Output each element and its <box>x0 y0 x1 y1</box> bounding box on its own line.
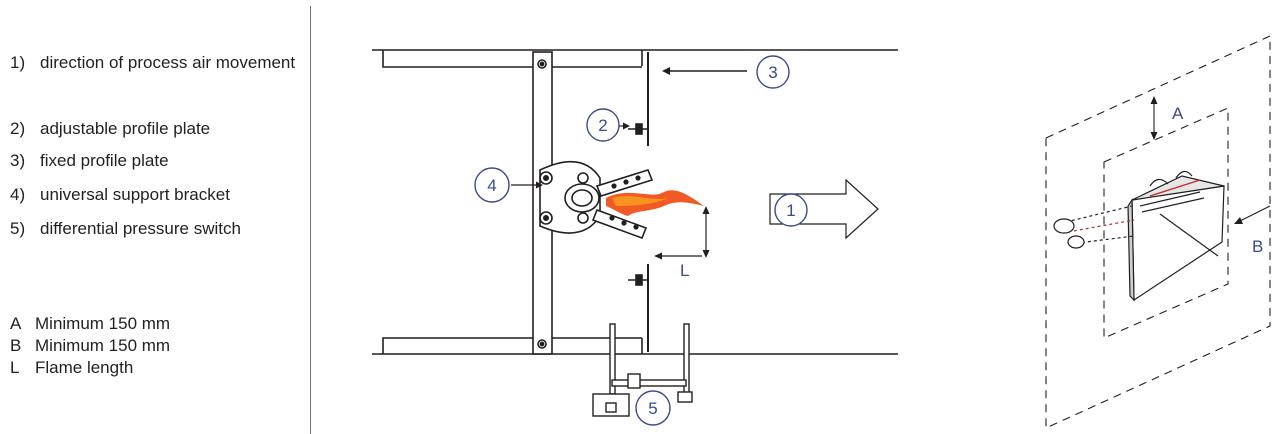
rail-bolt-icon <box>537 339 547 349</box>
duct-top-inner <box>382 50 642 68</box>
burner-crease <box>1159 213 1219 257</box>
leader-bracket <box>511 181 543 189</box>
pressure-switch-assembly <box>592 323 693 417</box>
plate-nut-icon <box>635 123 643 135</box>
legend-text: differential pressure switch <box>40 219 241 238</box>
burner-handle <box>1149 178 1169 187</box>
burner-red-line <box>1149 179 1201 197</box>
svg-text:3: 3 <box>768 63 777 82</box>
svg-text:5: 5 <box>648 399 657 418</box>
key-letter: L <box>10 358 20 377</box>
dimension-label-b: B <box>1252 237 1263 256</box>
isometric-burner <box>1053 170 1225 302</box>
plate-hole-icon <box>611 183 617 189</box>
svg-text:1: 1 <box>786 201 795 220</box>
bracket-bolt-center-icon <box>542 215 549 222</box>
burner-nozzle <box>571 189 593 207</box>
callout-2: 2 <box>586 108 620 142</box>
legend-text: direction of process air movement <box>40 53 296 72</box>
mount-bracket <box>1067 235 1085 249</box>
gas-connection-red <box>1067 219 1135 233</box>
plate-nut-icon <box>635 274 643 286</box>
divider-line <box>310 6 311 434</box>
flame-length-dimension <box>654 206 710 260</box>
plate-hole-icon <box>633 224 639 230</box>
key-value: Flame length <box>35 358 134 377</box>
dimension-label-l: L <box>680 261 689 280</box>
legend-text: universal support bracket <box>40 185 230 204</box>
legend-text: fixed profile plate <box>40 151 169 170</box>
rail-bolt-center-icon <box>539 61 545 67</box>
burner-rail <box>1141 197 1205 213</box>
duct-wall-outer <box>1045 35 1271 429</box>
isometric-view: A B <box>1045 35 1271 429</box>
key-value: Minimum 150 mm <box>35 336 171 355</box>
bracket-bolt-icon <box>539 211 553 225</box>
legend-panel: 1) direction of process air movement 2) … <box>10 0 310 434</box>
burner-side-face <box>1127 198 1135 302</box>
legend-text: adjustable profile plate <box>40 119 211 138</box>
key-letter: B <box>10 336 22 355</box>
sensing-tube-horizontal <box>611 379 687 387</box>
clearance-boundary <box>1103 107 1229 339</box>
arrow-fixed-plate <box>662 67 747 75</box>
burner-handle <box>1175 170 1193 179</box>
legend-num: 4) <box>10 185 26 204</box>
rail-bolt-center-icon <box>539 341 545 347</box>
plate-hole-icon <box>621 220 627 226</box>
callout-1: 1 <box>774 193 808 227</box>
svg-text:4: 4 <box>487 176 496 195</box>
duct-bottom-inner <box>382 337 642 354</box>
callout-3: 3 <box>756 55 790 89</box>
plate-hole-icon <box>623 179 629 185</box>
burner-rail <box>1139 191 1201 207</box>
rail-bolt-icon <box>537 59 547 69</box>
bracket-bolt-center-icon <box>542 175 549 182</box>
legend-num: 3) <box>10 151 26 170</box>
mount-bracket <box>1053 218 1075 234</box>
clearance-b-dimension <box>1234 205 1271 224</box>
bracket-bolt-icon <box>577 212 589 224</box>
callout-5: 5 <box>635 390 671 426</box>
bracket-bolt-icon <box>577 172 589 184</box>
key-letter: A <box>10 314 22 333</box>
callout-4: 4 <box>474 167 510 203</box>
svg-text:2: 2 <box>598 116 607 135</box>
flame-icon <box>606 190 704 216</box>
pressure-switch-window <box>605 402 617 413</box>
dimension-label-a: A <box>1172 104 1184 123</box>
legend-num: 5) <box>10 219 26 238</box>
burner-head <box>564 183 600 213</box>
bracket-bolt-icon <box>539 171 553 185</box>
key-value: Minimum 150 mm <box>35 314 171 333</box>
gas-connection <box>1069 235 1135 245</box>
legend-num: 1) <box>10 53 26 72</box>
callouts: 1 2 3 4 5 L <box>474 55 808 426</box>
gas-connection <box>1065 205 1133 223</box>
mixing-plate-lower <box>591 208 648 240</box>
duct-side-view <box>372 49 898 355</box>
plate-hole-icon <box>609 215 615 221</box>
burner-front-face <box>1131 185 1225 302</box>
plate-hole-icon <box>635 175 641 181</box>
tube-fitting <box>627 373 641 389</box>
clearance-a-dimension <box>1150 96 1158 140</box>
tube-fitting <box>677 391 693 403</box>
legend-num: 2) <box>10 119 26 138</box>
